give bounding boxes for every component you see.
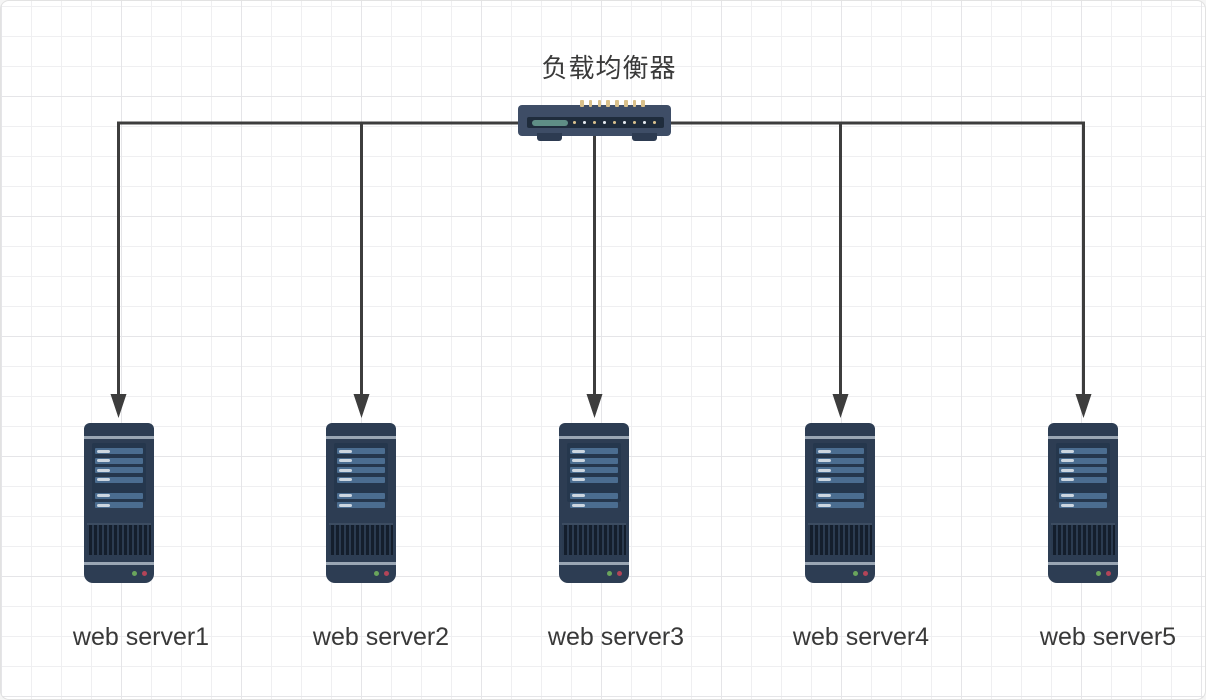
server-icon-1[interactable] <box>84 423 154 583</box>
server-drive-bays <box>92 443 146 509</box>
server-icon-2[interactable] <box>326 423 396 583</box>
led-green-icon <box>853 571 858 576</box>
lb-foot-right <box>632 133 657 141</box>
server-bottom-separator <box>559 562 629 565</box>
server-bottom-separator <box>84 562 154 565</box>
server-top-separator <box>84 436 154 439</box>
server-top-separator <box>559 436 629 439</box>
server-drive-bays <box>567 443 621 509</box>
lb-foot-left <box>537 133 562 141</box>
lb-display-bar <box>532 119 568 126</box>
server-icon-5[interactable] <box>1048 423 1118 583</box>
lb-status-lights <box>573 121 656 124</box>
server-label-2[interactable]: web server2 <box>312 623 450 651</box>
server-icon-3[interactable] <box>559 423 629 583</box>
load-balancer-label[interactable]: 负载均衡器 <box>541 53 677 83</box>
server-bottom-separator <box>326 562 396 565</box>
server-vent-grille <box>87 523 151 555</box>
arrowhead-5 <box>1075 394 1092 418</box>
led-green-icon <box>1096 571 1101 576</box>
load-balancer-icon[interactable] <box>518 100 671 141</box>
lb-front-panel <box>527 117 664 128</box>
server-label-3[interactable]: web server3 <box>547 623 685 651</box>
arrowheads <box>110 394 1092 418</box>
server-top-separator <box>805 436 875 439</box>
server-drive-bays <box>813 443 867 509</box>
led-red-icon <box>863 571 868 576</box>
server-label-5[interactable]: web server5 <box>1039 623 1177 651</box>
led-red-icon <box>1106 571 1111 576</box>
server-vent-grille <box>1051 523 1115 555</box>
server-bottom-separator <box>805 562 875 565</box>
server-label-4[interactable]: web server4 <box>792 623 930 651</box>
arrowhead-1 <box>110 394 127 418</box>
server-vent-grille <box>808 523 872 555</box>
arrowhead-3 <box>586 394 603 418</box>
led-green-icon <box>607 571 612 576</box>
arrowhead-4 <box>832 394 849 418</box>
led-green-icon <box>374 571 379 576</box>
connector-group[interactable] <box>117 121 1085 395</box>
server-vent-grille <box>329 523 393 555</box>
server-drive-bays <box>1056 443 1110 509</box>
server-drive-bays <box>334 443 388 509</box>
server-top-separator <box>1048 436 1118 439</box>
lb-port-tabs <box>580 100 646 107</box>
led-red-icon <box>384 571 389 576</box>
server-top-separator <box>326 436 396 439</box>
server-icon-4[interactable] <box>805 423 875 583</box>
server-bottom-separator <box>1048 562 1118 565</box>
led-green-icon <box>132 571 137 576</box>
server-label-1[interactable]: web server1 <box>72 623 210 651</box>
server-vent-grille <box>562 523 626 555</box>
arrowhead-2 <box>353 394 370 418</box>
led-red-icon <box>142 571 147 576</box>
led-red-icon <box>617 571 622 576</box>
